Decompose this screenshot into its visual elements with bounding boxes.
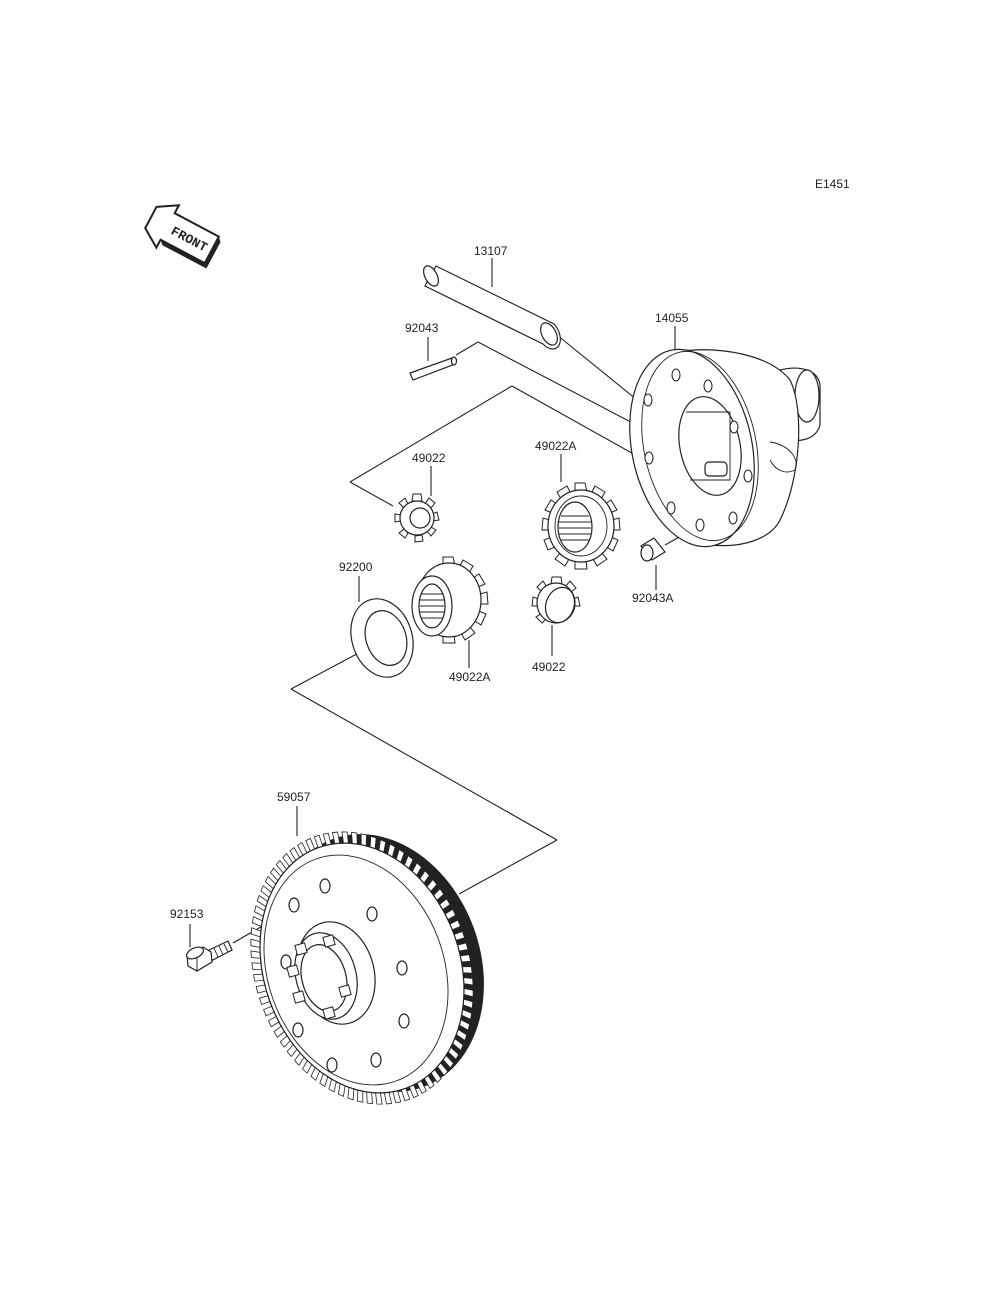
ring-gear-tooth: [351, 831, 358, 845]
ring-gear-tooth: [250, 927, 262, 938]
ring-gear-tooth: [375, 1092, 383, 1105]
ring-gear-tooth: [313, 834, 324, 849]
label-92043a: 92043A: [632, 591, 673, 605]
ring-gear-tooth: [383, 1091, 393, 1105]
side-gear-49022a-top[interactable]: [541, 482, 621, 570]
ring-gear-tooth: [250, 938, 261, 949]
ring-gear-tooth: [251, 916, 263, 928]
side-gear-49022a-bottom[interactable]: [411, 556, 489, 644]
thrust-washer-92200[interactable]: [341, 591, 423, 686]
ring-gear-tooth: [357, 1089, 364, 1103]
label-49022a-top: 49022A: [535, 439, 576, 453]
pinion-gear-49022-top[interactable]: [394, 493, 440, 543]
ring-gear-tooth: [463, 977, 474, 986]
label-49022a-bottom: 49022A: [449, 670, 490, 684]
ring-gear-tooth: [250, 950, 261, 959]
pin-92043[interactable]: [409, 356, 458, 381]
front-arrow-icon: FRONT: [144, 204, 221, 269]
ring-gear-tooth: [392, 1090, 402, 1104]
part-labels: 13107 92043 14055 49022 49022A 92200 920…: [170, 244, 689, 921]
label-92153: 92153: [170, 907, 204, 921]
label-59057: 59057: [277, 790, 311, 804]
pin-92043a[interactable]: [640, 537, 666, 562]
label-92200: 92200: [339, 560, 373, 574]
label-49022-top: 49022: [412, 451, 446, 465]
shaft-13107[interactable]: [421, 263, 561, 350]
label-13107: 13107: [474, 244, 508, 258]
ring-gear-59057[interactable]: [226, 804, 519, 1122]
label-92043: 92043: [405, 321, 439, 335]
ring-gear-tooth: [461, 966, 473, 974]
label-49022-bottom: 49022: [532, 660, 566, 674]
bolt-92153[interactable]: [185, 940, 233, 972]
ring-gear-tooth: [251, 962, 263, 970]
pinion-gear-49022-bottom[interactable]: [531, 576, 581, 627]
differential-case-14055[interactable]: [613, 338, 821, 559]
ring-gear-tooth: [366, 1091, 373, 1105]
label-14055: 14055: [655, 311, 689, 325]
diagram-code: E1451: [815, 177, 850, 191]
ring-gear-tooth: [360, 833, 367, 847]
